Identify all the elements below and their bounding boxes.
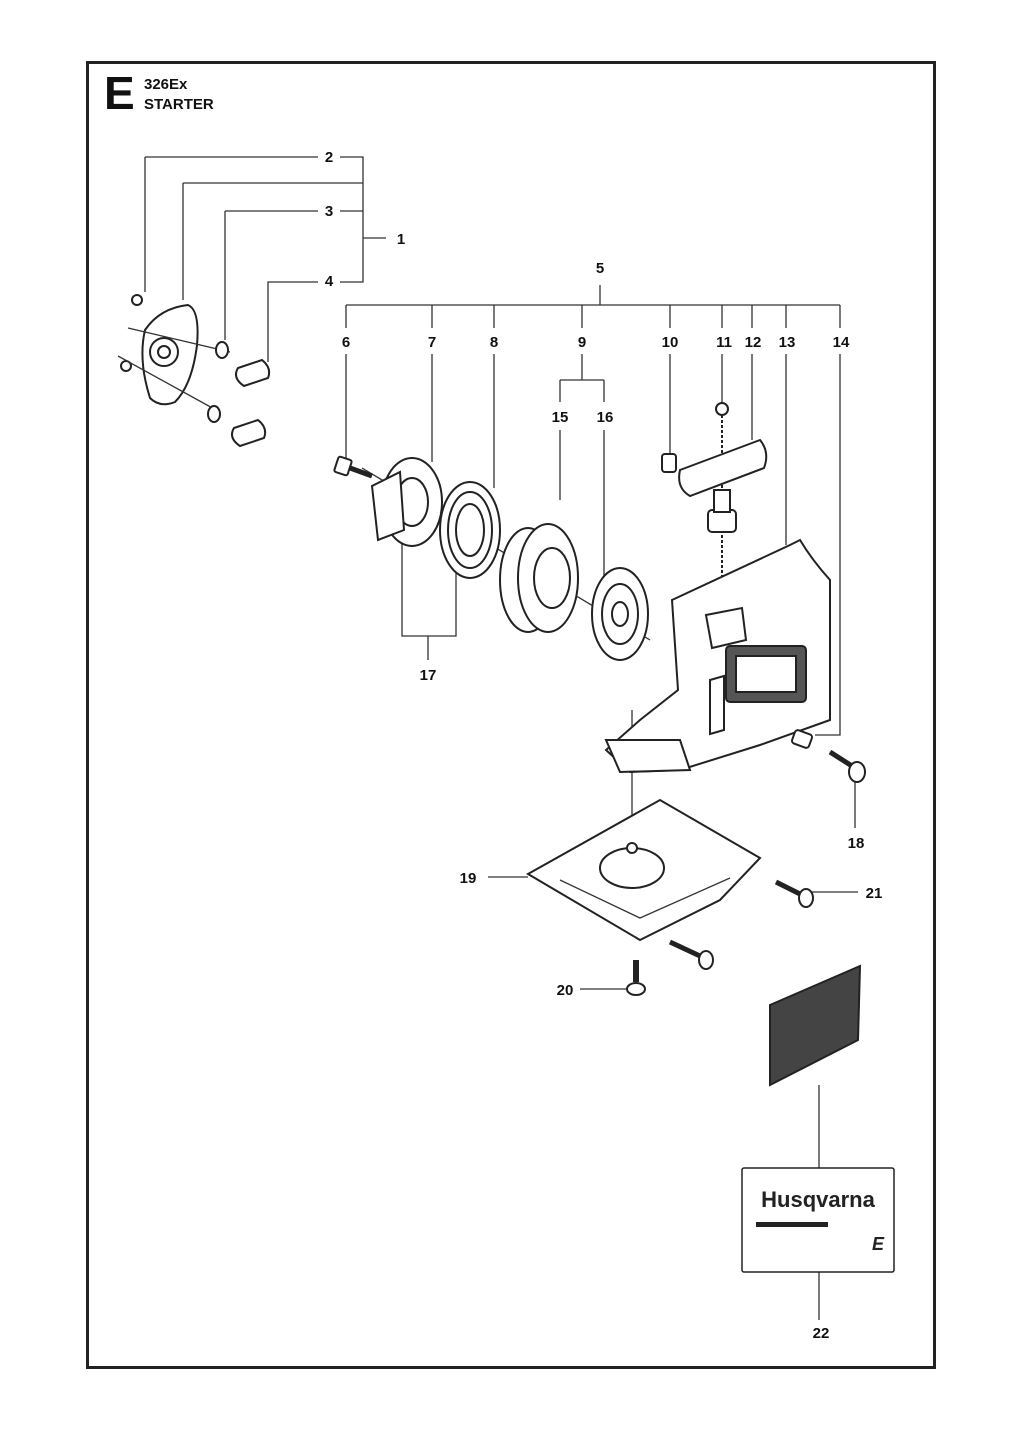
callout-19: 19 xyxy=(460,870,477,887)
callout-17: 17 xyxy=(420,667,437,684)
callout-12: 12 xyxy=(745,334,762,351)
callout-6: 6 xyxy=(342,334,350,351)
starter-housing-13 xyxy=(604,538,831,774)
screws-21 xyxy=(668,879,814,970)
starter-handle-11-12 xyxy=(678,402,768,628)
callout-numbers: 2 3 1 4 5 6 7 8 9 10 11 12 13 14 15 16 1… xyxy=(325,149,883,1342)
screw-20 xyxy=(626,960,646,996)
section-title: STARTER xyxy=(144,96,214,113)
callout-1: 1 xyxy=(397,231,405,248)
decal-sheet-22 xyxy=(769,964,862,1087)
leader-lines xyxy=(144,156,858,1320)
page-frame xyxy=(86,61,936,1369)
callout-4: 4 xyxy=(325,273,334,290)
callout-10: 10 xyxy=(662,334,679,351)
callout-11: 11 xyxy=(716,334,732,351)
section-letter: E xyxy=(104,67,135,119)
rope-pulley-15 xyxy=(499,523,579,633)
screw-6 xyxy=(333,455,373,479)
recoil-spring-8 xyxy=(439,481,501,579)
cap-10 xyxy=(661,453,677,473)
callout-15: 15 xyxy=(552,409,569,426)
starter-pulley-7 xyxy=(370,457,443,547)
callout-14: 14 xyxy=(833,334,850,351)
callout-16: 16 xyxy=(597,409,614,426)
decal-brand: Husqvarna xyxy=(761,1187,875,1212)
callout-13: 13 xyxy=(779,334,796,351)
callout-3: 3 xyxy=(325,203,333,220)
callout-7: 7 xyxy=(428,334,436,351)
screw-14-18 xyxy=(790,729,866,783)
callout-22: 22 xyxy=(813,1325,830,1342)
callout-9: 9 xyxy=(578,334,586,351)
callout-20: 20 xyxy=(557,982,574,999)
callout-18: 18 xyxy=(848,835,865,852)
callout-5: 5 xyxy=(596,260,604,277)
callout-8: 8 xyxy=(490,334,498,351)
callout-21: 21 xyxy=(866,885,883,902)
callout-2: 2 xyxy=(325,149,333,166)
bottom-plate-19 xyxy=(525,798,762,942)
pawl-housing xyxy=(117,294,271,448)
model-name: 326Ex xyxy=(144,76,188,93)
decal-mark: E xyxy=(872,1234,885,1254)
decal-label: Husqvarna E xyxy=(741,1167,895,1273)
spring-cassette-16 xyxy=(591,567,649,661)
